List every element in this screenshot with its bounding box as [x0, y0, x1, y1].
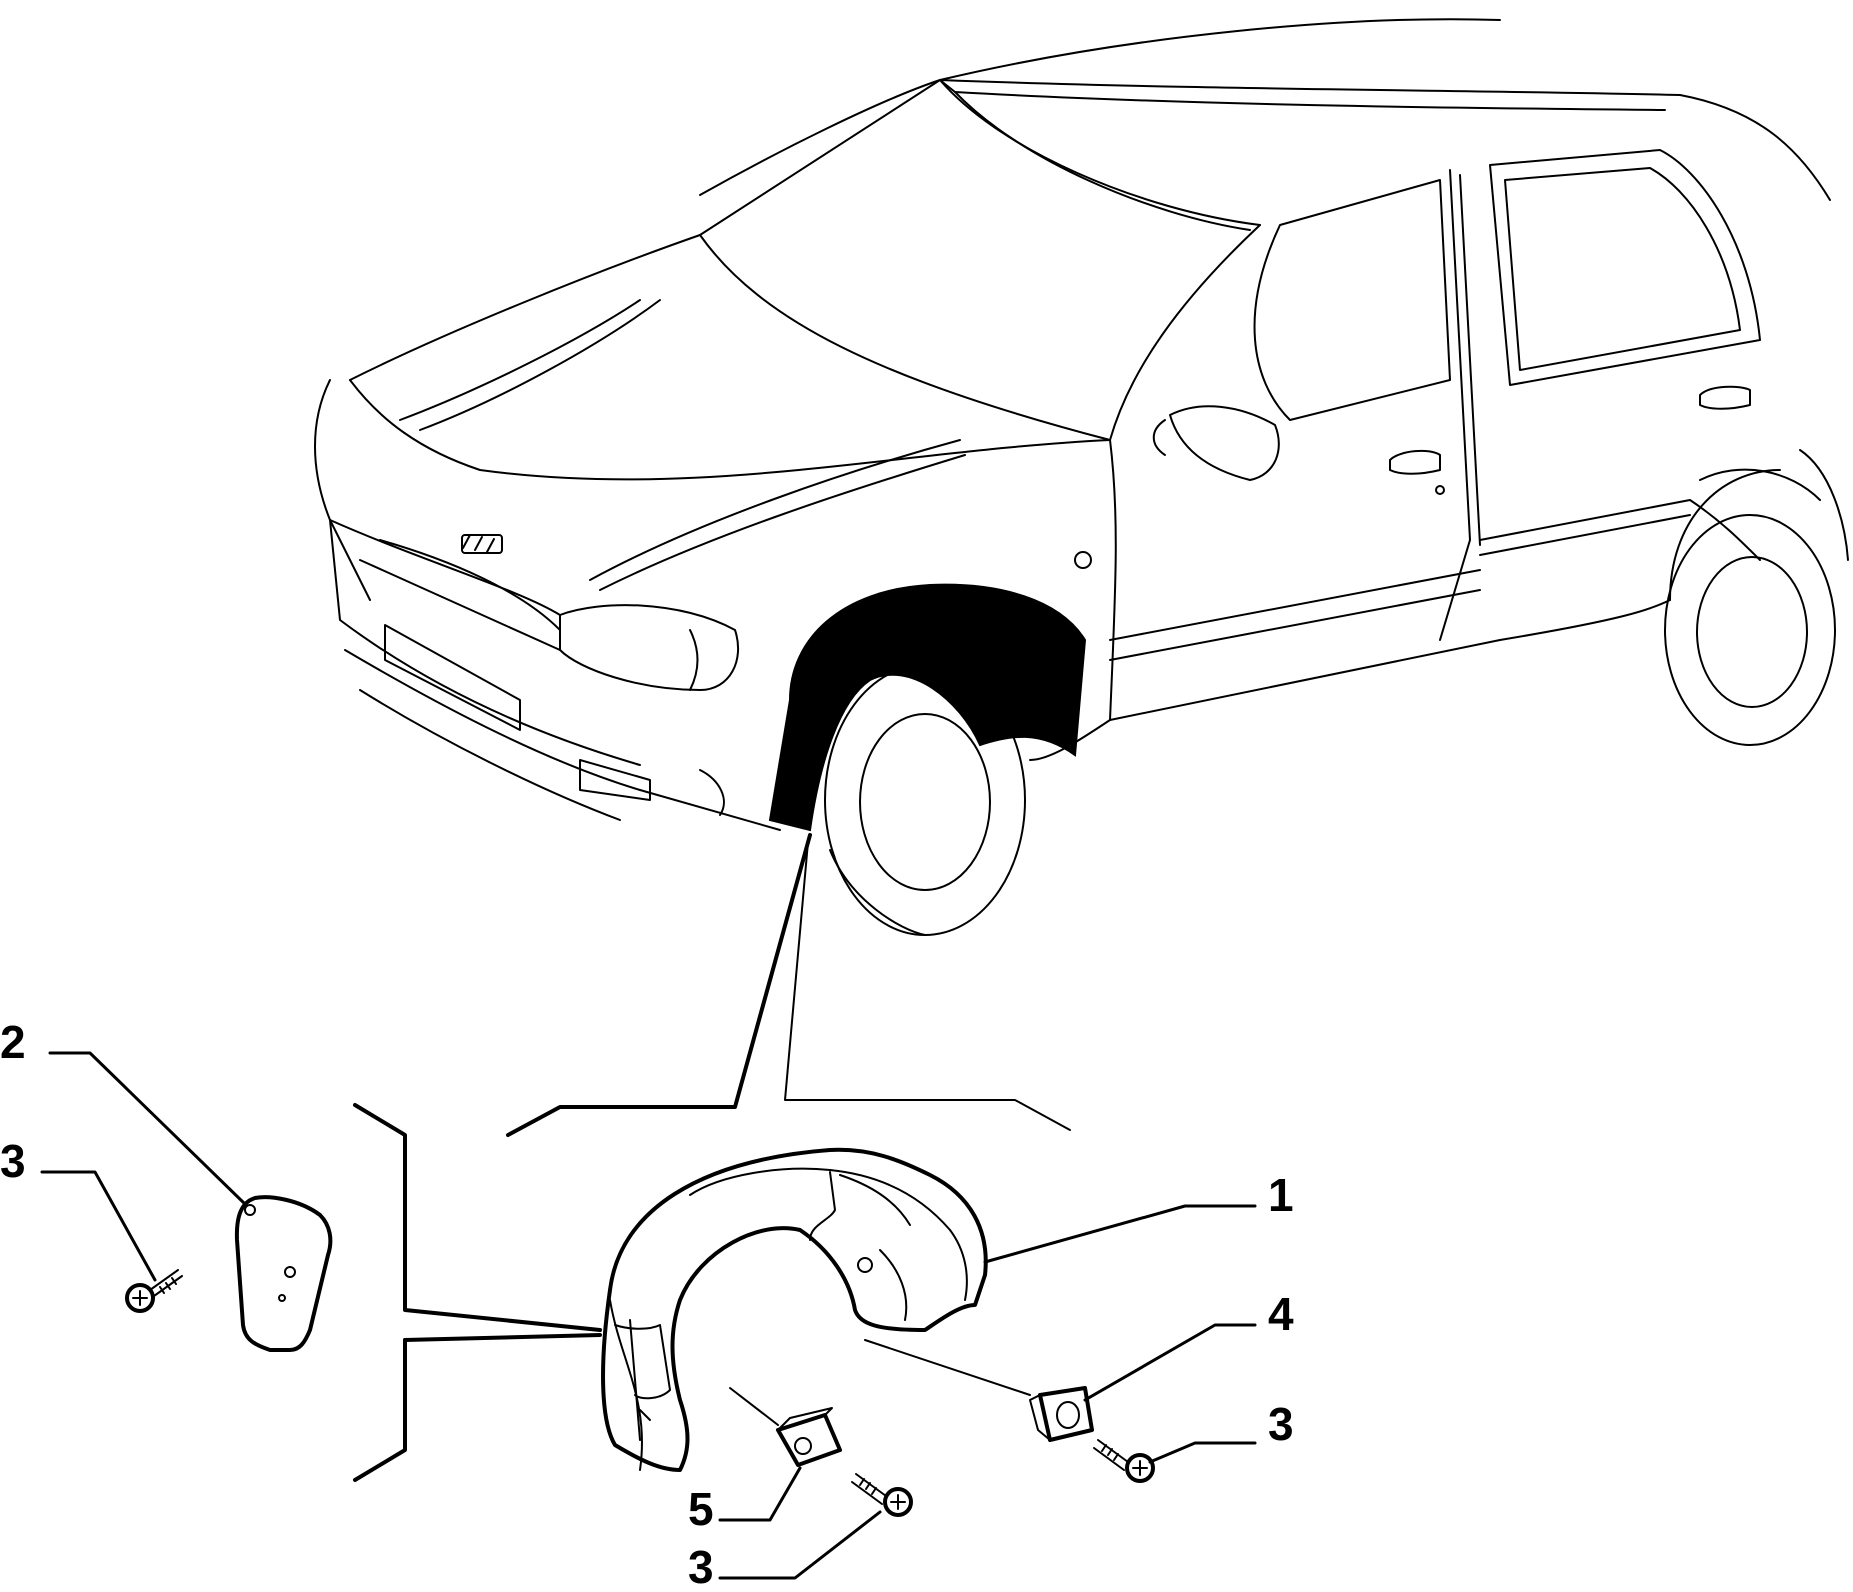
car-body-icon — [314, 18, 1849, 936]
callout-3-bottom: 3 — [688, 1541, 714, 1592]
callout-3-left: 3 — [0, 1135, 26, 1187]
screw-icon — [125, 1269, 183, 1313]
callout-1: 1 — [1268, 1169, 1294, 1221]
nut-clip-icon — [729, 1387, 842, 1467]
callout-2: 2 — [0, 1016, 26, 1068]
screw-icon — [1093, 1439, 1155, 1483]
wheel-arch-liner-icon — [601, 1147, 988, 1472]
callout-4: 4 — [1268, 1288, 1294, 1340]
callout-3-right: 3 — [1268, 1398, 1294, 1450]
screw-icon — [851, 1473, 913, 1517]
bracket-icon — [234, 1195, 333, 1352]
clip-icon — [864, 1339, 1094, 1442]
leader-lines — [40, 1051, 1257, 1580]
callout-5: 5 — [688, 1483, 714, 1535]
exploded-frame — [353, 833, 1071, 1482]
